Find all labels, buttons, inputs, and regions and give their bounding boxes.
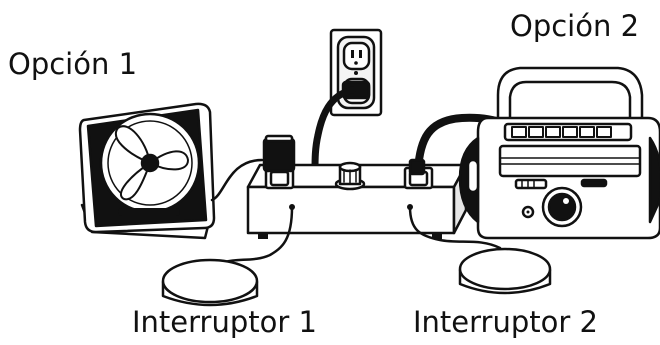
wall-outlet [331,30,381,115]
switch-1 [163,260,257,305]
switch-2 [460,249,550,293]
power-strip [248,136,466,239]
radio-device [460,68,660,238]
option-1-label: Opción 1 [8,50,137,79]
option-2-label: Opción 2 [510,12,639,41]
switch-1-label: Interruptor 1 [132,308,317,337]
switch-2-label: Interruptor 2 [413,308,598,337]
fan-device [80,104,214,238]
